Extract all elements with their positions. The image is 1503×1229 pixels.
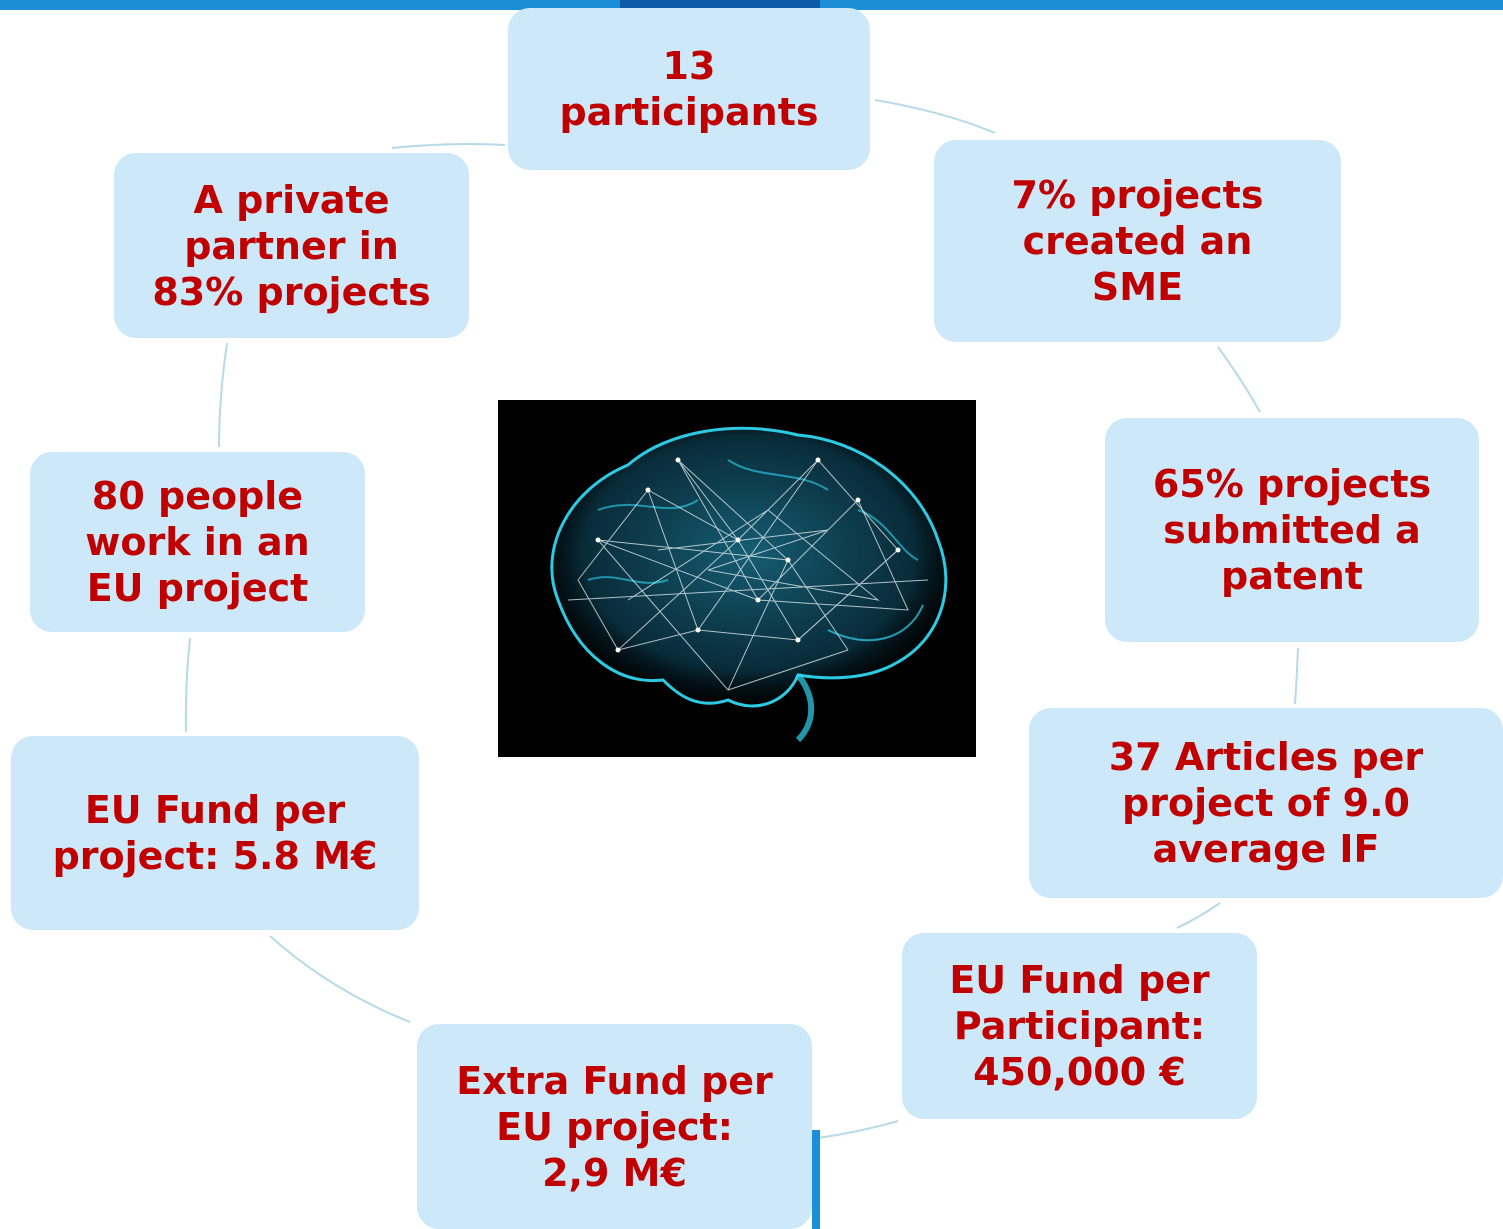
brain-image: [498, 400, 976, 757]
node-articles: 37 Articles per project of 9.0 average I…: [1029, 708, 1503, 898]
node-private-partner: A private partner in 83% projects: [114, 153, 469, 338]
connector-project-people: [184, 637, 191, 733]
top-accent-tab: [620, 0, 820, 8]
node-sme: 7% projects created an SME: [934, 140, 1341, 342]
connector-participants-sme: [874, 99, 996, 134]
node-fund-project: EU Fund per project: 5.8 M€: [11, 736, 419, 930]
connector-people-private: [218, 342, 228, 448]
node-participants: 13 participants: [508, 8, 870, 170]
side-accent-bar: [812, 1130, 820, 1229]
connector-extra-project: [269, 935, 411, 1023]
connector-patent-articles: [1294, 647, 1299, 705]
node-fund-participant: EU Fund per Participant: 450,000 €: [902, 933, 1257, 1119]
connector-articles-fund: [1176, 902, 1221, 929]
node-people: 80 people work in an EU project: [30, 452, 365, 632]
connector-sme-patent: [1217, 346, 1261, 413]
connector-fund-extra: [817, 1120, 899, 1139]
brain-network-icon: [550, 426, 948, 743]
top-accent-bar: [0, 0, 1503, 10]
node-patent: 65% projects submitted a patent: [1105, 418, 1479, 642]
connector-private-participants: [391, 143, 506, 149]
node-extra-fund: Extra Fund per EU project: 2,9 M€: [417, 1024, 812, 1229]
